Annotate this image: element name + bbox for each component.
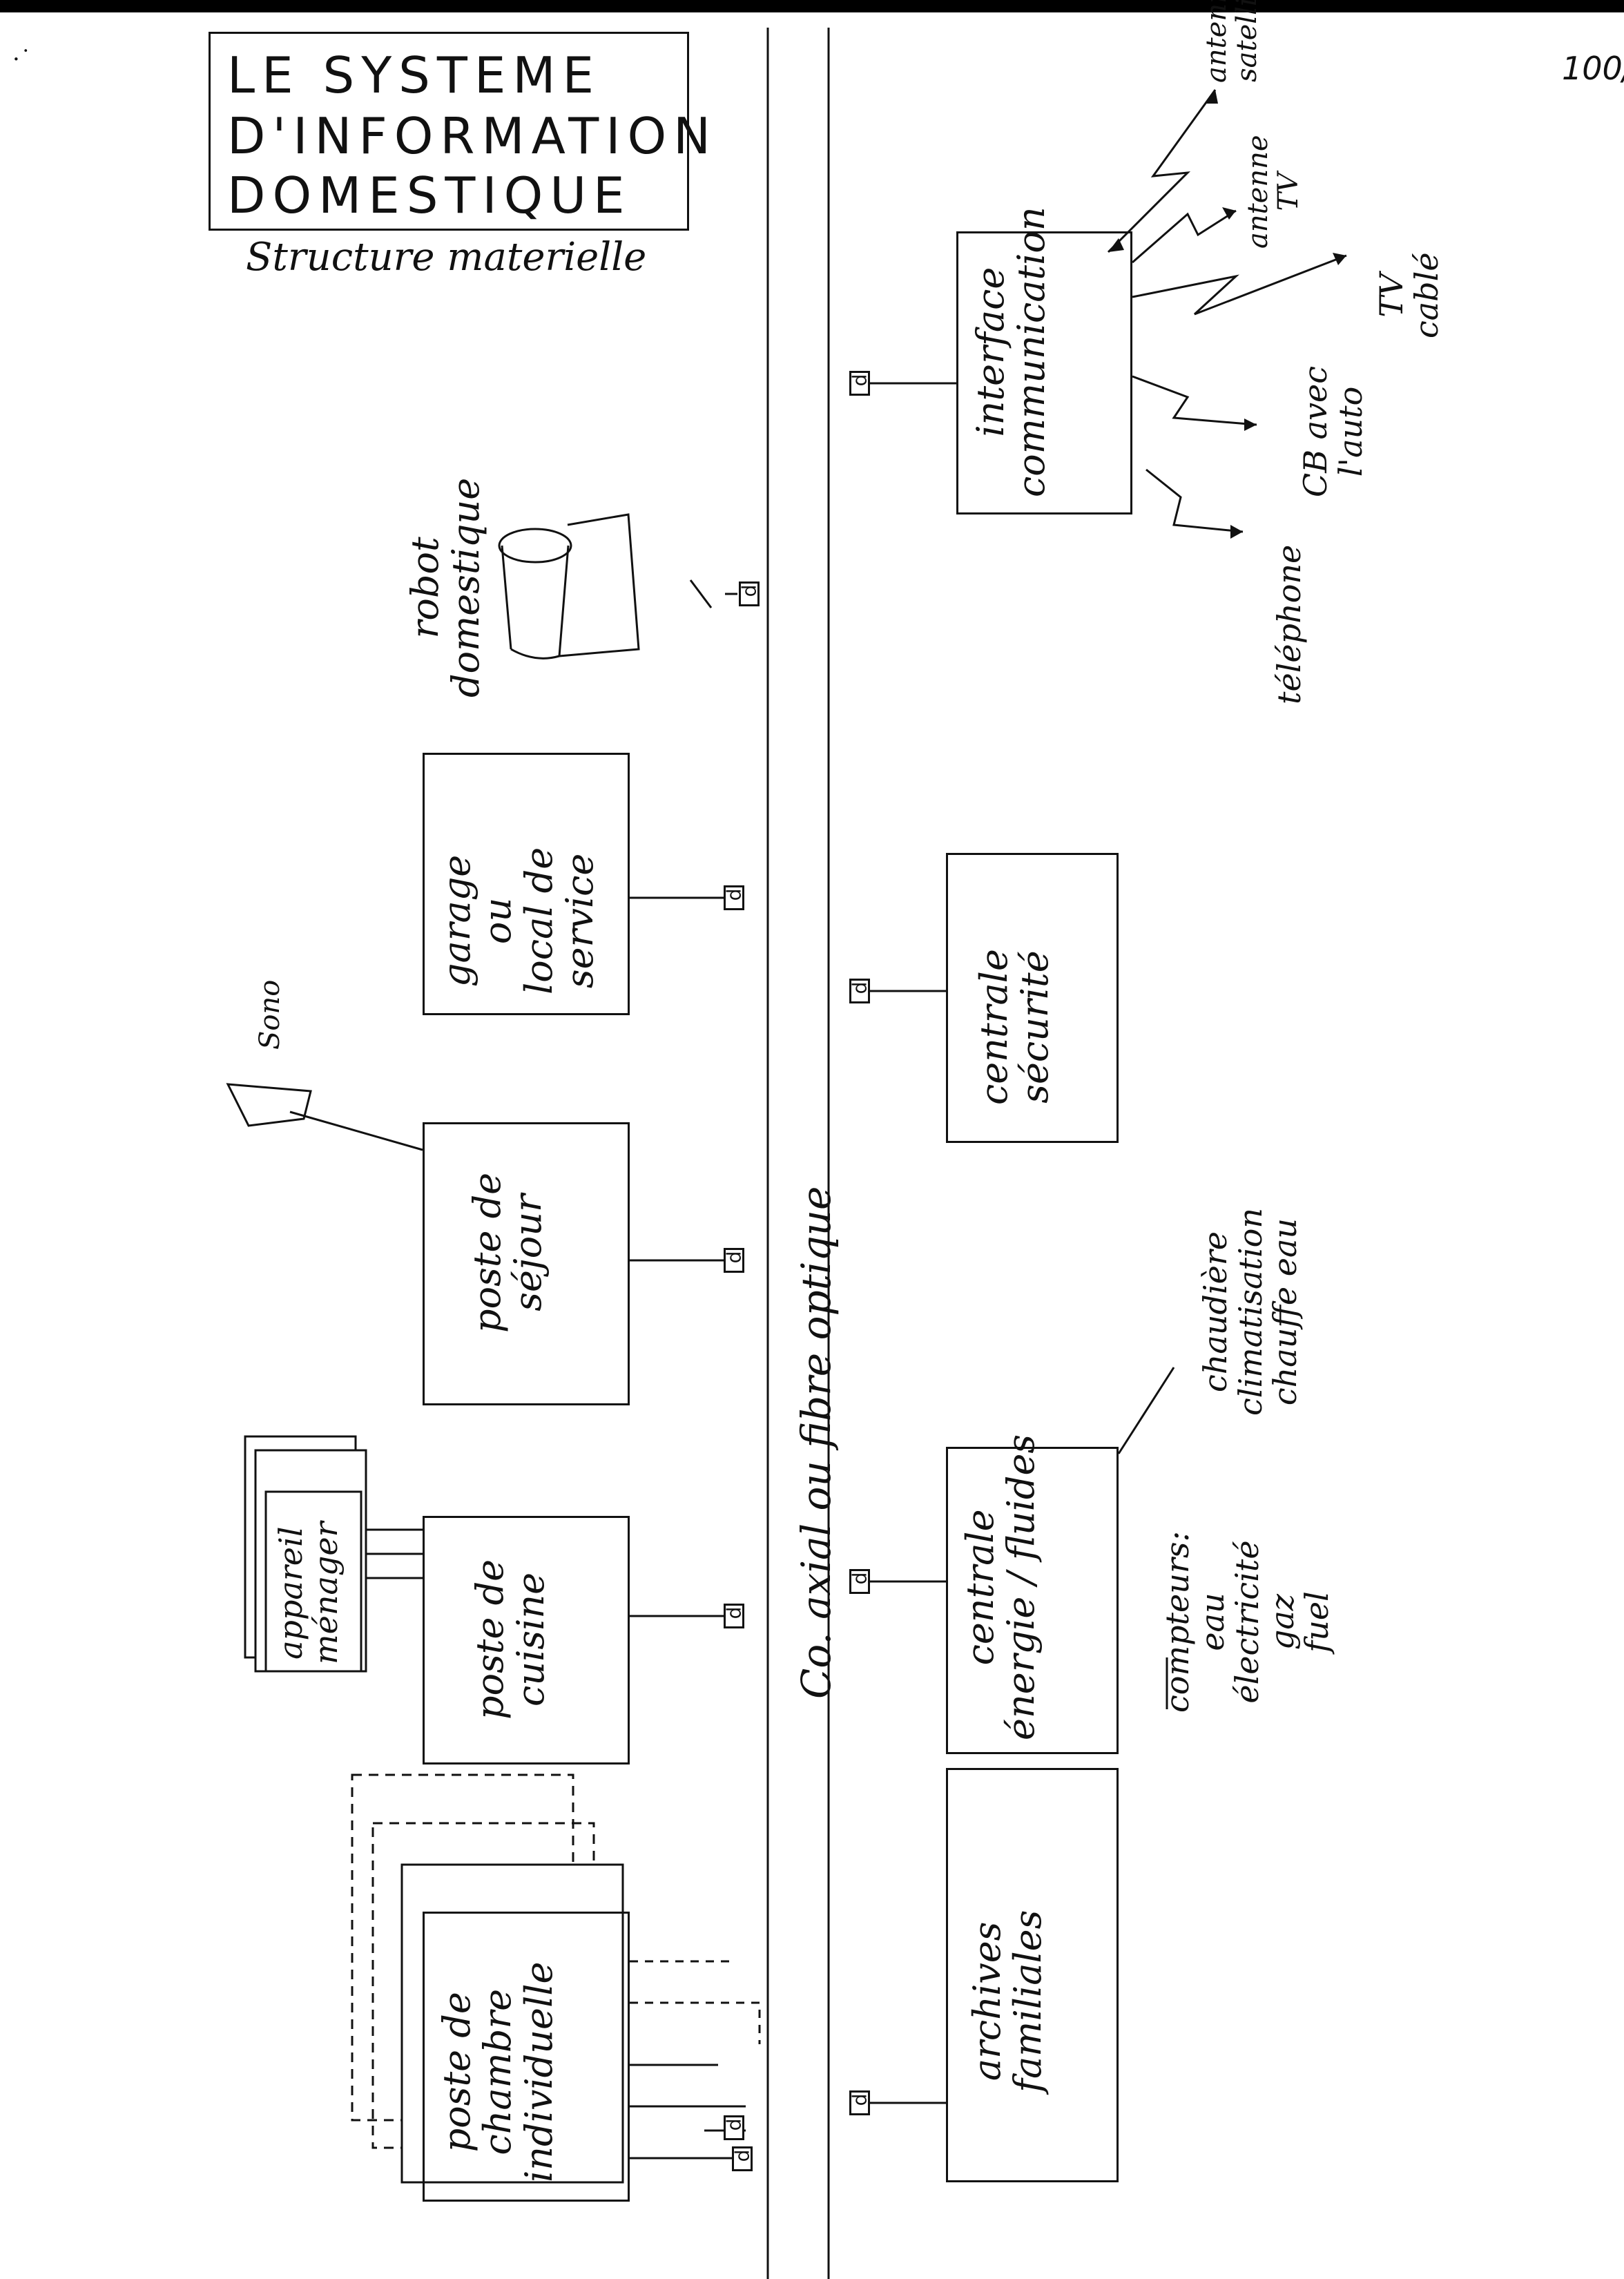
title-box: LE SYSTEME D'INFORMATION DOMESTIQUE [209,32,710,231]
label-garage: garage ou local de service [435,847,602,994]
node-poste-chambre [423,1912,630,2202]
label-poste-cuisine: poste de cuisine [468,1559,553,1720]
title-line-2: D'INFORMATION [227,107,717,165]
annotation-antenne-satellite: antenne satellite [1201,0,1263,83]
node-centrale-securite [946,853,1119,1143]
node-poste-sejour [423,1122,630,1405]
connector-archives [849,2090,870,2115]
connector-cuisine [724,1604,744,1628]
label-interface-communication: interface communication [969,206,1054,497]
connector-sejour [724,1248,744,1273]
label-centrale-securite: centrale sécurité [972,949,1057,1105]
label-robot-domestique: robot domestique [403,477,488,698]
scan-speck: ·˙ [12,46,32,73]
node-poste-cuisine [423,1516,630,1764]
connector-garage [724,885,744,910]
subtitle: Structure materielle [246,235,647,280]
connector-chambre-a [724,2115,744,2140]
bus-label: Co. axial ou fibre optique [793,1186,840,1699]
label-archives: archives familiales [965,1910,1050,2093]
node-garage [423,753,630,1015]
connector-chambre-b [732,2146,753,2171]
page-number: 100/ [1562,50,1624,87]
title-line-3: DOMESTIQUE [227,166,632,224]
connector-interface [849,371,870,396]
annotation-antenne-tv: antenne TV [1242,135,1304,249]
annotation-chaudiere: chaudière climatisation chauffe eau [1197,1208,1304,1416]
annotation-telephone: téléphone [1270,544,1308,704]
label-appareil-menager: appareil ménager [272,1521,345,1664]
annotation-cb-auto: CB avec l'auto [1297,365,1369,497]
node-archives [946,1768,1119,2182]
connector-energie [849,1569,870,1594]
annotation-compteurs: compteurs: eau électricité gaz fuel [1159,1531,1336,1713]
label-poste-sejour: poste de séjour [465,1172,550,1333]
connector-robot [739,581,760,606]
node-interface-communication [956,231,1132,515]
label-sono: Sono [254,979,286,1050]
title-line-1: LE SYSTEME [227,46,601,104]
top-edge-bar [0,0,1624,12]
annotation-tv-cable: TV cablé [1373,252,1445,338]
label-poste-chambre: poste de chambre individuelle [435,1961,561,2182]
label-centrale-energie: centrale énergie / fluides [958,1434,1043,1740]
node-centrale-energie [946,1447,1119,1754]
connector-securite [849,979,870,1003]
